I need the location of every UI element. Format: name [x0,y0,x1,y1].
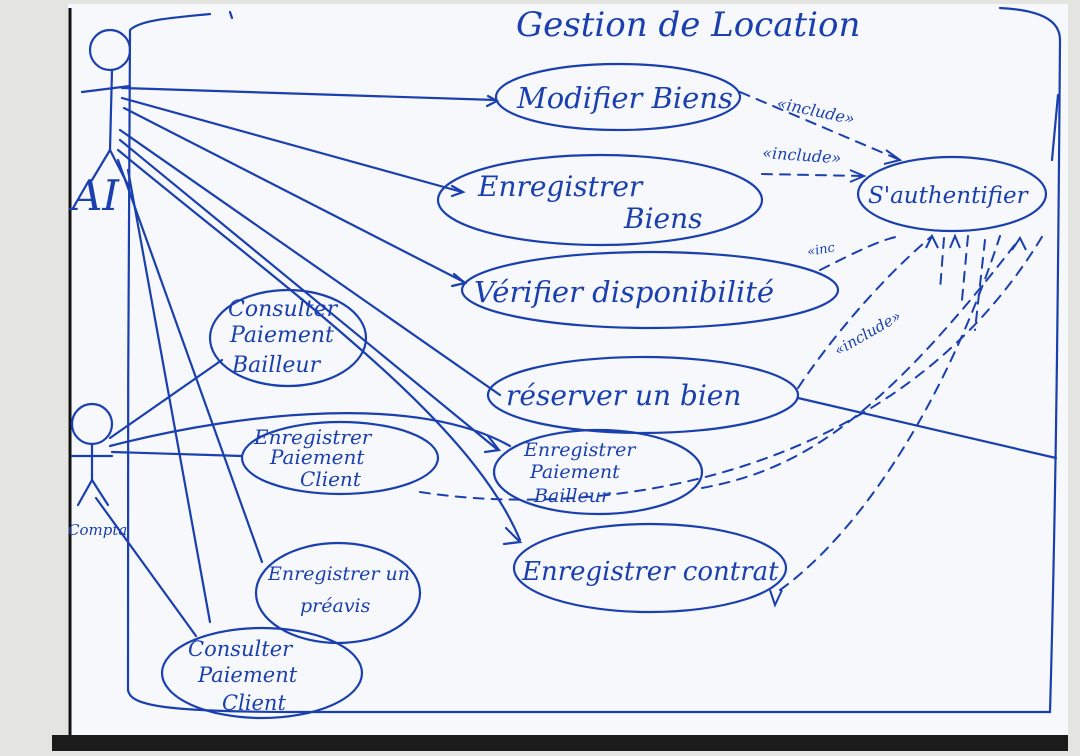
include-dependencies [419,91,1047,591]
include-arrowheads [769,149,1027,608]
usecase-consulter-bailleur-line2[interactable]: Paiement [229,323,334,348]
arrowhead [483,434,502,454]
usecase-enreg-pay-client-line1[interactable]: Enregistrer [253,425,373,449]
usecase-enregistrer-contrat-shape [512,522,788,614]
compta-associations [94,358,512,638]
usecase-enreg-pay-bailleur-line2[interactable]: Paiement [529,461,620,483]
usecase-verifier-label[interactable]: Vérifier disponibilité [474,275,774,309]
board-bottom-frame [52,735,1068,751]
arrowhead [450,184,466,198]
usecase-enregistrer-paiement-bailleur-shape [492,428,704,516]
usecase-consulter-client-line3[interactable]: Client [222,691,286,715]
usecase-preavis-line2[interactable]: préavis [300,595,371,617]
usecase-consulter-client-line1[interactable]: Consulter [188,637,294,661]
arrowhead [502,526,523,546]
usecase-enreg-pay-bailleur-line1[interactable]: Enregistrer [523,439,637,461]
actor-ai-label: AI [68,171,120,220]
usecase-modifier-biens-shape [494,62,742,132]
include-label-3: «inc [806,240,837,260]
system-boundary [126,6,1062,714]
usecase-enreg-pay-client-line2[interactable]: Paiement [269,445,365,469]
actor-compta-label: Compta [68,521,127,539]
usecase-consulter-bailleur-line3[interactable]: Bailleur [231,353,322,378]
usecase-consulter-client-line2[interactable]: Paiement [197,663,298,687]
usecase-reserver-label[interactable]: réserver un bien [506,379,741,412]
usecase-enregistrer-paiement-client-shape [240,420,440,496]
usecase-consulter-bailleur-line1[interactable]: Consulter [228,297,339,322]
diagram-title: Gestion de Location [516,5,860,45]
usecase-verifier-shape [460,250,840,330]
usecase-modifier-biens-label[interactable]: Modifier Biens [516,81,733,115]
usecase-enreg-pay-client-line3[interactable]: Client [300,467,362,491]
usecase-enregistrer-biens-line2[interactable]: Biens [623,202,703,235]
usecase-enregistrer-biens-shape [436,153,764,247]
usecase-preavis-line1[interactable]: Enregistrer un [267,563,410,585]
usecase-consulter-paiement-bailleur-shape [208,288,368,388]
ai-associations [116,86,522,624]
reserver-extension-line [796,396,1058,460]
usecase-enregistrer-contrat-label[interactable]: Enregistrer contrat [521,557,779,587]
usecase-enregistrer-biens-line1[interactable]: Enregistrer [477,170,644,203]
usecase-sauthentifier-shape [856,155,1048,233]
actor-compta-figure [70,402,114,507]
arrowhead [450,272,468,288]
boundary-mark [1050,93,1060,162]
arrowhead [485,94,500,108]
usecase-enreg-pay-bailleur-line3[interactable]: Bailleur [533,485,612,507]
usecase-sauthentifier-label[interactable]: S'authentifier [868,183,1030,209]
usecase-consulter-paiement-client-shape [160,626,364,720]
